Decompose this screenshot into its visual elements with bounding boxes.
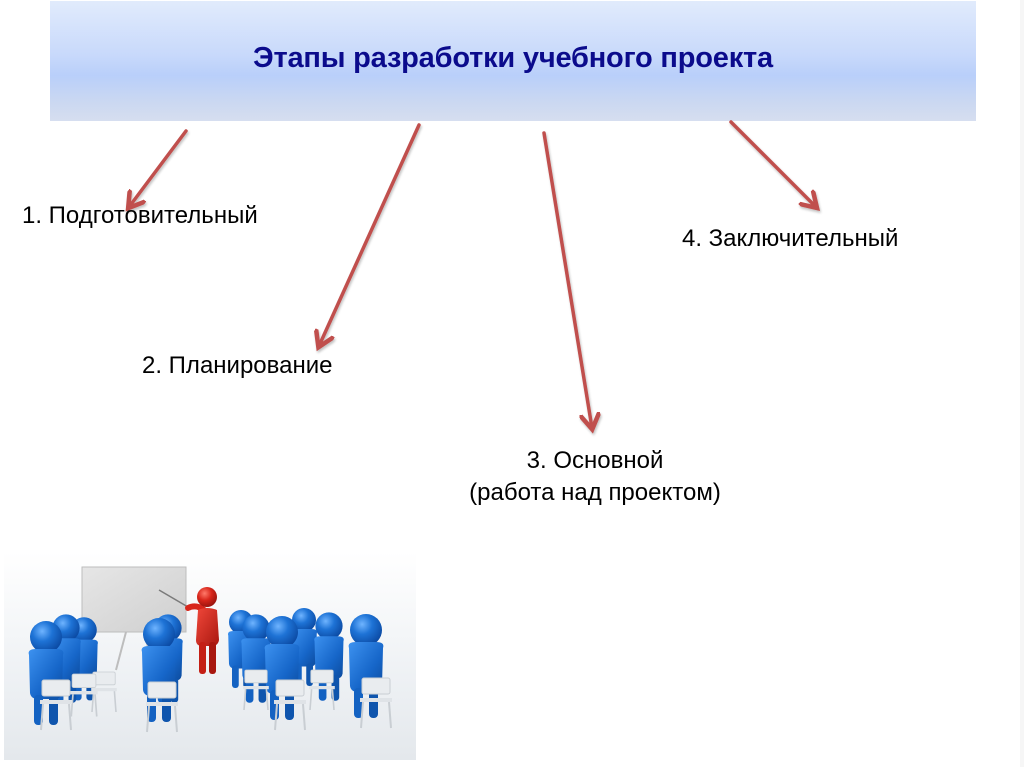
arrow-to-stage-2	[319, 123, 421, 346]
stage-final: 4. Заключительный	[682, 223, 898, 255]
stage-preparatory: 1. Подготовительный	[22, 200, 258, 232]
stage-label: 4. Заключительный	[682, 225, 899, 252]
stage-label: 1. Подготовительный	[22, 202, 258, 229]
presenter-audience-illustration	[4, 552, 416, 760]
presenter-figure-icon	[158, 587, 219, 674]
arrow-to-stage-3	[542, 131, 592, 428]
arrow-to-stage-4	[729, 120, 816, 207]
stage-label: 3. Основной	[526, 447, 664, 474]
stage-sublabel: (работа над проектом)	[469, 479, 721, 506]
arrow-to-stage-1	[129, 129, 188, 207]
title-banner: Этапы разработки учебного проекта	[50, 1, 976, 121]
slide-title: Этапы разработки учебного проекта	[253, 41, 773, 74]
stage-planning: 2. Планирование	[142, 350, 332, 382]
audience-center-icon	[141, 614, 183, 733]
stage-main: 3. Основной (работа над проектом)	[425, 445, 765, 509]
stage-label: 2. Планирование	[142, 352, 333, 379]
